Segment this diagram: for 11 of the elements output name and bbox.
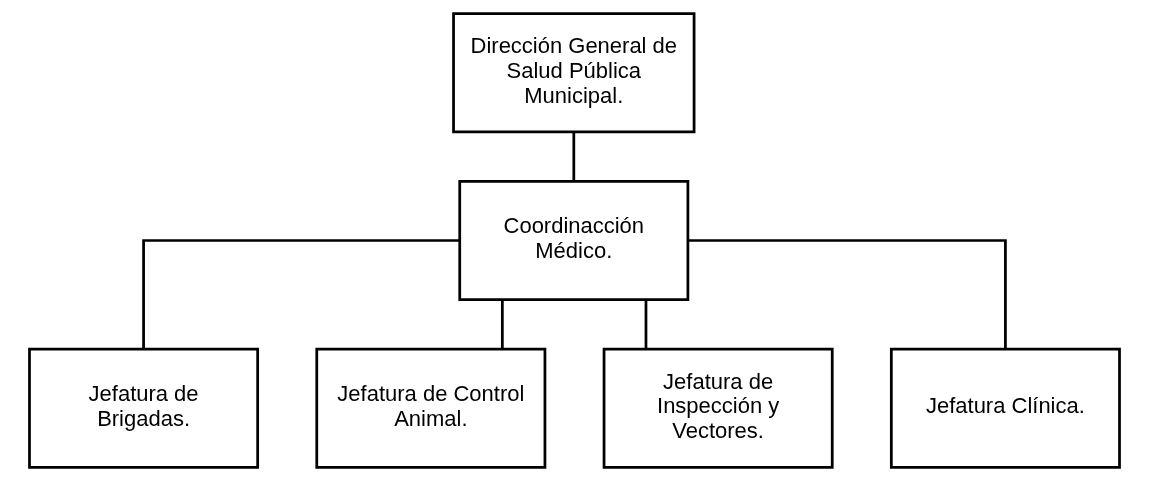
connector xyxy=(500,299,504,350)
node-box: Jefatura de Inspección y Vectores. xyxy=(602,347,834,469)
connector xyxy=(688,239,1007,350)
connector xyxy=(142,239,460,350)
connector xyxy=(644,299,648,350)
node-box: Jefatura Clínica. xyxy=(889,347,1121,469)
node-box: Dirección General de Salud Pública Municipal. xyxy=(452,12,696,134)
node-box: Coordinacción Médico. xyxy=(458,180,690,301)
node-box: Jefatura de Control Animal. xyxy=(315,347,547,469)
node-box: Jefatura de Brigadas. xyxy=(28,347,260,469)
connector xyxy=(572,131,576,182)
